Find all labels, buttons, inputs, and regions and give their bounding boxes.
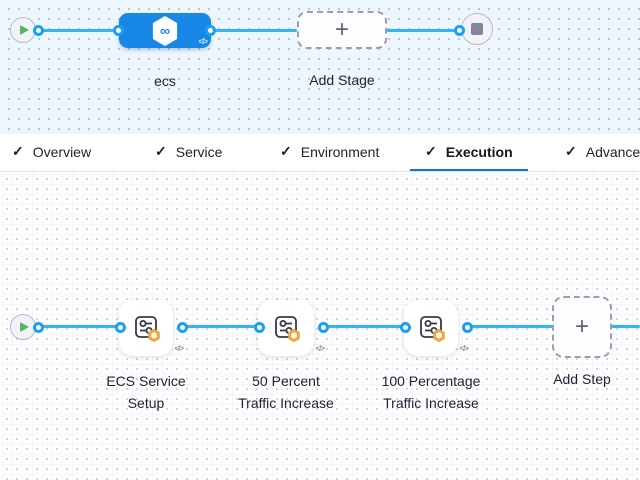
tab-service[interactable]: ✓ Service — [155, 143, 223, 160]
check-icon: ✓ — [565, 143, 577, 159]
stop-icon — [471, 23, 483, 35]
check-icon: ✓ — [155, 143, 167, 159]
connector-port — [454, 25, 465, 36]
add-stage-button[interactable]: + — [297, 11, 387, 49]
plus-icon: + — [334, 16, 349, 43]
tab-overview[interactable]: ✓ Overview — [12, 143, 92, 160]
edge — [324, 325, 408, 328]
add-step-label[interactable]: Add Step — [553, 371, 611, 387]
edge-addstage-to-end — [386, 29, 462, 32]
plus-icon: + — [574, 313, 589, 340]
add-step-button[interactable]: + — [552, 296, 612, 358]
stage-node-ecs[interactable]: ∞ </> — [119, 13, 211, 48]
connector-port — [177, 322, 188, 333]
execution-graph-canvas[interactable]: </> </> — [0, 172, 640, 480]
connector-port — [254, 322, 265, 333]
edge — [183, 325, 261, 328]
orange-hexagon-badge-icon — [433, 328, 445, 343]
connector-port — [113, 25, 124, 36]
step-node-100-percentage[interactable]: </> — [404, 300, 469, 356]
connector-port — [318, 322, 329, 333]
pipeline-end-node[interactable] — [461, 13, 493, 45]
stage-name-label: ecs — [154, 73, 176, 89]
step-node-50-percent[interactable]: </> — [258, 300, 325, 356]
connector-port — [115, 322, 126, 333]
step-label: ECS Service Setup — [106, 373, 186, 411]
connector-port — [400, 322, 411, 333]
stage-config-tabs: ✓ Overview ✓ Service ✓ Environment ✓ Exe… — [0, 134, 640, 172]
orange-hexagon-badge-icon — [148, 328, 160, 343]
step-label: 50 Percent Traffic Increase — [238, 373, 334, 411]
sliders-icon — [135, 316, 160, 343]
svg-text:∞: ∞ — [160, 22, 170, 38]
stage-graph-canvas[interactable]: ∞ </> + ecs Add Stage — [0, 0, 640, 134]
step-node-ecs-service-setup[interactable]: </> — [119, 300, 184, 356]
harness-hexagon-icon: ∞ — [152, 15, 178, 46]
check-icon: ✓ — [12, 143, 24, 159]
orange-hexagon-badge-icon — [288, 328, 300, 343]
code-toggle-icon[interactable]: </> — [174, 344, 184, 353]
play-icon — [20, 25, 29, 35]
tab-advanced[interactable]: ✓ Advanced — [565, 143, 640, 160]
add-stage-label[interactable]: Add Stage — [309, 72, 375, 88]
check-icon: ✓ — [425, 143, 437, 159]
edge — [468, 325, 554, 328]
edge — [610, 325, 640, 328]
connector-port — [205, 25, 216, 36]
pipeline-start-node[interactable] — [10, 17, 36, 43]
code-toggle-icon[interactable]: </> — [198, 37, 208, 46]
code-toggle-icon[interactable]: </> — [459, 344, 469, 353]
edge-stage-to-addstage — [211, 29, 297, 32]
tab-environment[interactable]: ✓ Environment — [280, 143, 380, 160]
check-icon: ✓ — [280, 143, 292, 159]
sliders-icon — [275, 316, 300, 343]
step-label: 100 Percentage Traffic Increase — [381, 373, 481, 411]
connector-port — [33, 25, 44, 36]
connector-port — [33, 322, 44, 333]
sliders-icon — [420, 316, 445, 343]
play-icon — [20, 322, 29, 332]
edge — [38, 325, 122, 328]
connector-port — [462, 322, 473, 333]
edge-start-to-stage — [38, 29, 120, 32]
code-toggle-icon[interactable]: </> — [315, 344, 325, 353]
tab-execution[interactable]: ✓ Execution — [410, 134, 528, 171]
